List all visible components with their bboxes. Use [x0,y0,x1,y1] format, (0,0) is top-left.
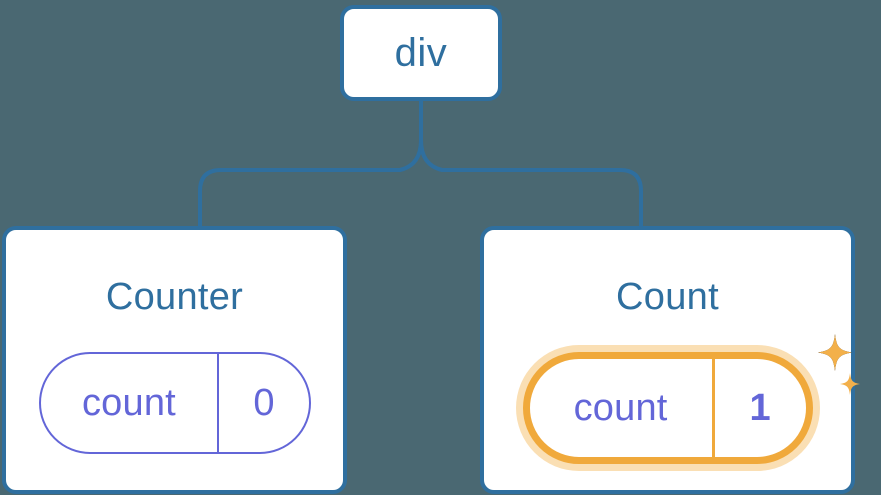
state-key: count [573,386,668,429]
sparkle-group [817,334,860,395]
state-pill-wrapper: count 0 [38,352,311,454]
state-key: count [81,381,176,424]
tree-node-root[interactable]: div [340,5,502,101]
tree-node-count[interactable]: Count count 1 [480,226,860,494]
state-value: 0 [217,354,308,452]
sparkle-large-icon [817,334,852,371]
tree-node-counter[interactable]: Counter count 0 [2,226,347,494]
sparkle-large-icon-shape [817,334,852,371]
state-pill-highlighted[interactable]: count 1 [522,352,813,464]
sparkle-small-icon [839,373,860,395]
state-pill[interactable]: count 0 [38,352,311,454]
root-node-label: div [394,31,448,75]
node-title: Count [616,276,719,318]
node-title: Counter [105,276,244,318]
state-pill-wrapper: count 1 [522,334,860,464]
state-value: 1 [711,359,806,457]
